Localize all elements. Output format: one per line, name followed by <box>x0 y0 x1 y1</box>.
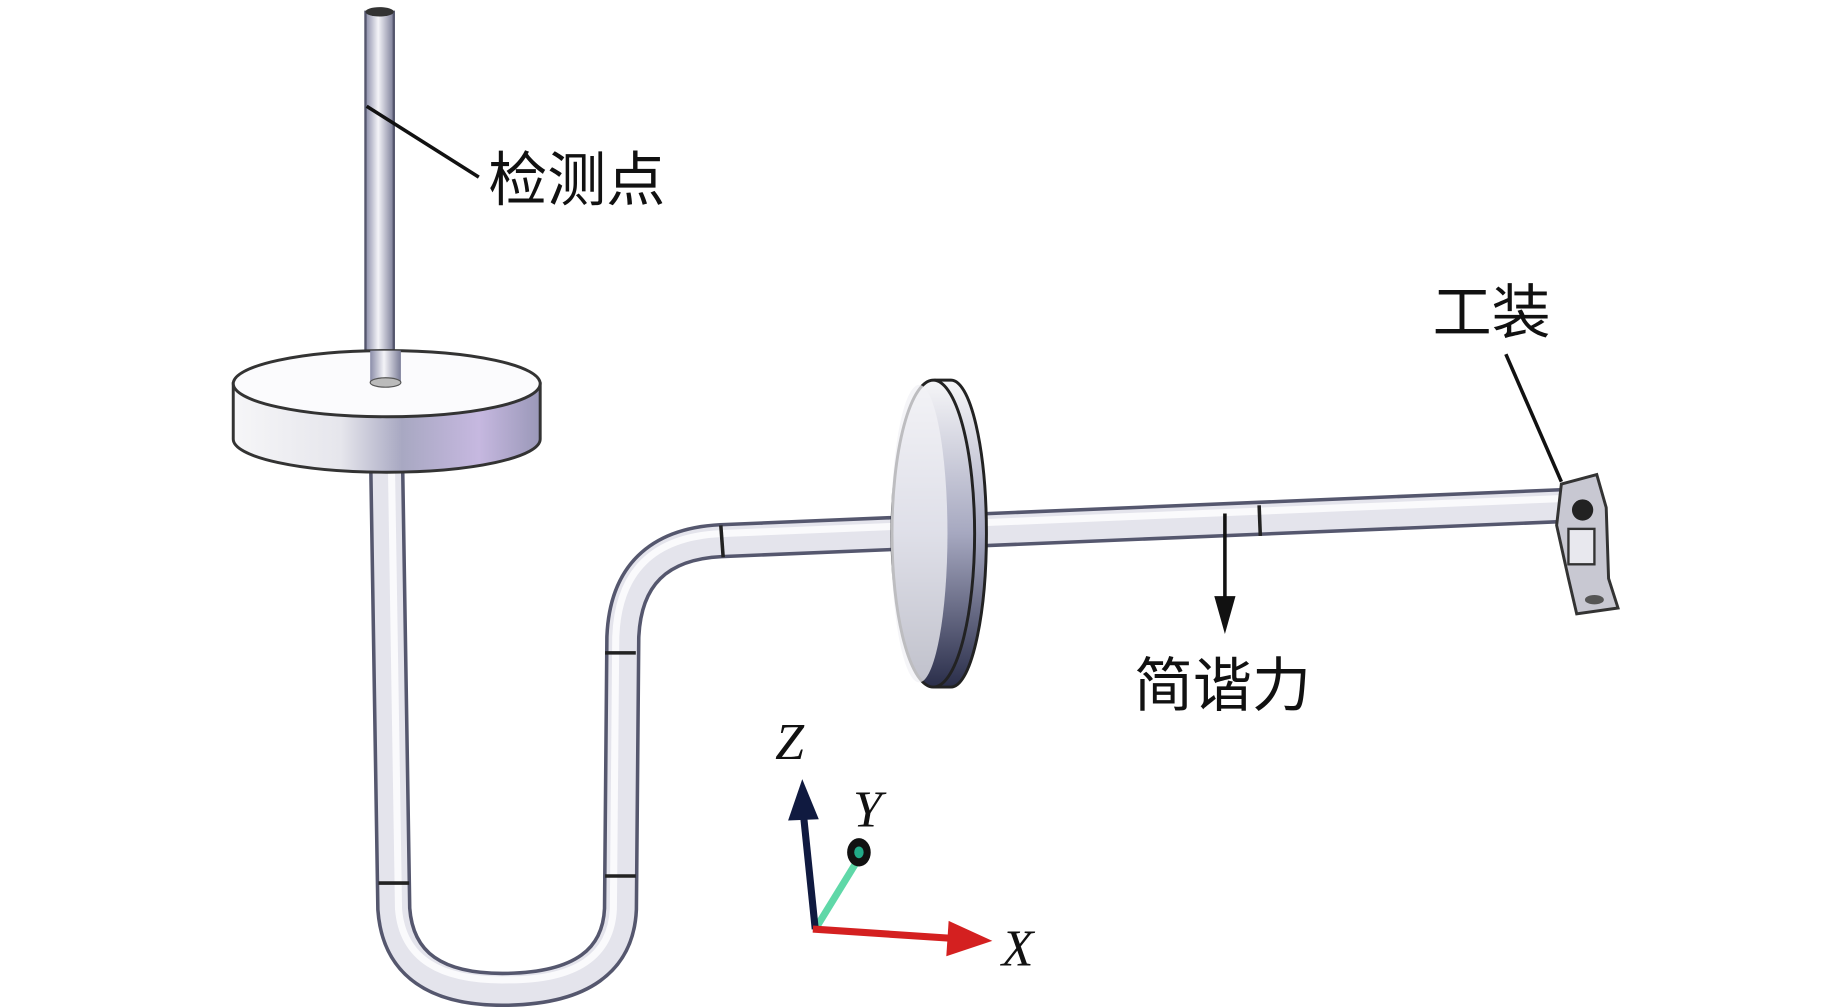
fixture-bracket <box>1555 472 1620 616</box>
coordinate-axes: Z Y X <box>775 714 1036 978</box>
horizontal-disk <box>231 349 542 474</box>
fixture-label: 工装 <box>1433 278 1551 347</box>
z-axis <box>799 814 819 930</box>
z-axis-label: Z <box>775 714 805 771</box>
detection-pipe <box>364 7 395 385</box>
x-axis-label: X <box>1000 921 1036 978</box>
pipe-joints <box>378 505 1263 885</box>
fixture-leader <box>1504 353 1563 483</box>
detection-point-label: 检测点 <box>488 146 665 215</box>
vertical-disk <box>890 378 988 689</box>
harmonic-force-arrow <box>1214 513 1236 634</box>
x-axis <box>812 925 955 943</box>
harmonic-force-label: 简谐力 <box>1134 651 1311 720</box>
x-axis-head <box>946 920 993 957</box>
pipe <box>369 466 1572 1007</box>
y-axis-label: Y <box>853 781 887 838</box>
z-axis-head <box>788 779 819 821</box>
detection-point-leader <box>365 104 480 179</box>
